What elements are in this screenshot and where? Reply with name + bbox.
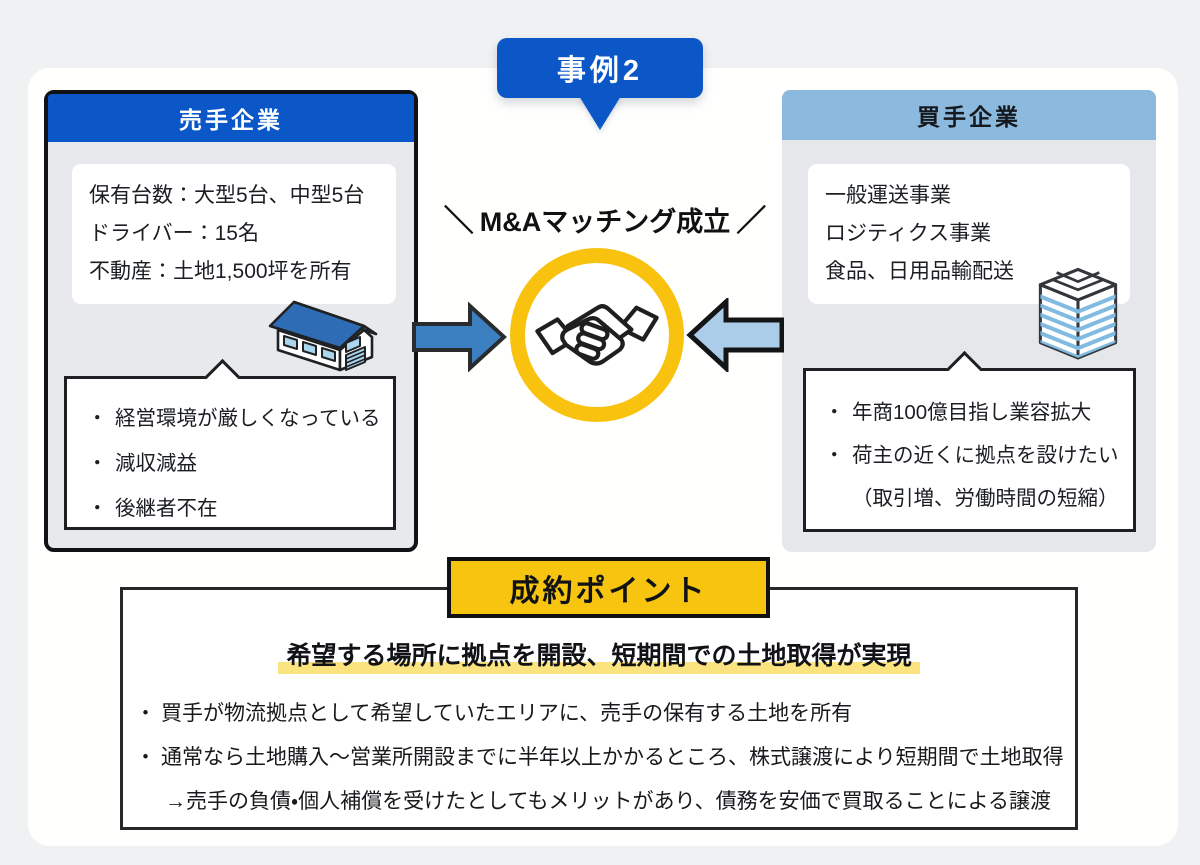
points-label-text: 成約ポイント	[509, 574, 708, 608]
seller-note-row: ・ 経営環境が厳しくなっている	[87, 396, 385, 441]
handshake-ring	[510, 248, 684, 422]
seller-notes-bubble: ・ 経営環境が厳しくなっている ・ 減収減益 ・ 後継者不在	[64, 358, 396, 531]
slash-decoration-left: ＼	[443, 205, 474, 238]
seller-note-row: ・ 後継者不在	[87, 486, 385, 531]
buyer-note-row: （取引増、労働時間の短縮）	[824, 477, 1125, 520]
points-bullet-text: 通常なら土地購入～営業所開設までに半年以上かかるところ、株式譲渡により短期間で土…	[161, 746, 1064, 769]
buyer-note-text: 荷主の近くに拠点を設けたい	[852, 444, 1119, 467]
buyer-note-row: ・ 荷主の近くに拠点を設けたい	[824, 434, 1125, 477]
seller-profile-line: 保有台数：大型5台、中型5台	[89, 184, 365, 207]
bubble-pointer-icon	[204, 358, 241, 395]
points-bullets: ・ 買手が物流拠点として希望していたエリアに、売手の保有する土地を所有 ・ 通常…	[123, 692, 1075, 824]
points-bullet-row: ・ 通常なら土地購入～営業所開設までに半年以上かかるところ、株式譲渡により短期間…	[135, 736, 1075, 780]
bullet-marker: ・	[87, 452, 108, 475]
seller-profile-line: ドライバー：15名	[89, 222, 259, 245]
warehouse-icon	[268, 280, 384, 372]
bullet-marker: ・	[87, 407, 108, 430]
points-bullet-row: →売手の負債・個人補償を受けたとしてもメリットがあり、債務を安価で買取ることによ…	[135, 780, 1075, 824]
bullet-marker: ・	[824, 401, 845, 424]
case-badge-pointer	[579, 96, 621, 130]
seller-note-text: 減収減益	[115, 452, 197, 475]
points-headline-text: 希望する場所に拠点を開設、短期間での土地取得が実現	[278, 642, 920, 674]
case-badge-label: 事例2	[556, 55, 644, 87]
buyer-profile-line: ロジティクス事業	[825, 222, 992, 245]
seller-header: 売手企業	[48, 94, 414, 142]
seller-note-row: ・ 減収減益	[87, 441, 385, 486]
bubble-pointer-icon	[946, 350, 983, 387]
buyer-header-label: 買手企業	[917, 104, 1021, 130]
seller-header-label: 売手企業	[179, 107, 283, 133]
arrow-right-icon	[412, 301, 507, 373]
bullet-marker: ・	[824, 444, 845, 467]
seller-note-text: 後継者不在	[115, 497, 218, 520]
buyer-profile-card: 一般運送事業 ロジティクス事業 食品、日用品輸配送	[808, 164, 1130, 304]
buyer-notes-bubble: ・ 年商100億目指し業容拡大 ・ 荷主の近くに拠点を設けたい （取引増、労働時…	[803, 350, 1136, 532]
office-building-icon	[1032, 242, 1124, 364]
points-box: 希望する場所に拠点を開設、短期間での土地取得が実現 ・ 買手が物流拠点として希望…	[120, 587, 1078, 830]
bullet-marker	[824, 477, 852, 520]
points-headline: 希望する場所に拠点を開設、短期間での土地取得が実現	[123, 636, 1075, 674]
buyer-header: 買手企業	[782, 90, 1156, 140]
seller-profile-card: 保有台数：大型5台、中型5台 ドライバー：15名 不動産：土地1,500坪を所有	[72, 164, 396, 304]
matching-title: ＼M&Aマッチング成立／	[430, 196, 780, 240]
buyer-profile-line: 一般運送事業	[825, 184, 951, 207]
buyer-panel: 買手企業 一般運送事業 ロジティクス事業 食品、日用品輸配送	[782, 90, 1156, 552]
points-bullet-text: 買手が物流拠点として希望していたエリアに、売手の保有する土地を所有	[161, 702, 853, 725]
points-label: 成約ポイント	[447, 557, 770, 618]
bullet-marker: ・	[135, 746, 156, 769]
bullet-marker: ・	[87, 497, 108, 520]
buyer-note-row: ・ 年商100億目指し業容拡大	[824, 391, 1125, 434]
handshake-icon	[535, 304, 659, 366]
buyer-profile-line: 食品、日用品輸配送	[825, 260, 1014, 283]
seller-note-text: 経営環境が厳しくなっている	[115, 407, 381, 430]
bullet-marker: ・	[135, 702, 156, 725]
seller-panel: 売手企業 保有台数：大型5台、中型5台 ドライバー：15名 不動産：土地1,50…	[44, 90, 418, 552]
arrow-left-icon	[686, 298, 784, 372]
seller-profile-line: 不動産：土地1,500坪を所有	[89, 260, 352, 283]
points-bullet-row: ・ 買手が物流拠点として希望していたエリアに、売手の保有する土地を所有	[135, 692, 1075, 736]
points-bullet-text: →売手の負債・個人補償を受けたとしてもメリットがあり、債務を安価で買取ることによ…	[165, 790, 1051, 813]
slash-decoration-right: ／	[736, 205, 767, 238]
case-badge: 事例2	[497, 38, 703, 98]
buyer-note-text: 年商100億目指し業容拡大	[852, 401, 1092, 424]
buyer-note-text: （取引増、労働時間の短縮）	[852, 487, 1119, 510]
matching-title-label: M&Aマッチング成立	[479, 207, 731, 237]
